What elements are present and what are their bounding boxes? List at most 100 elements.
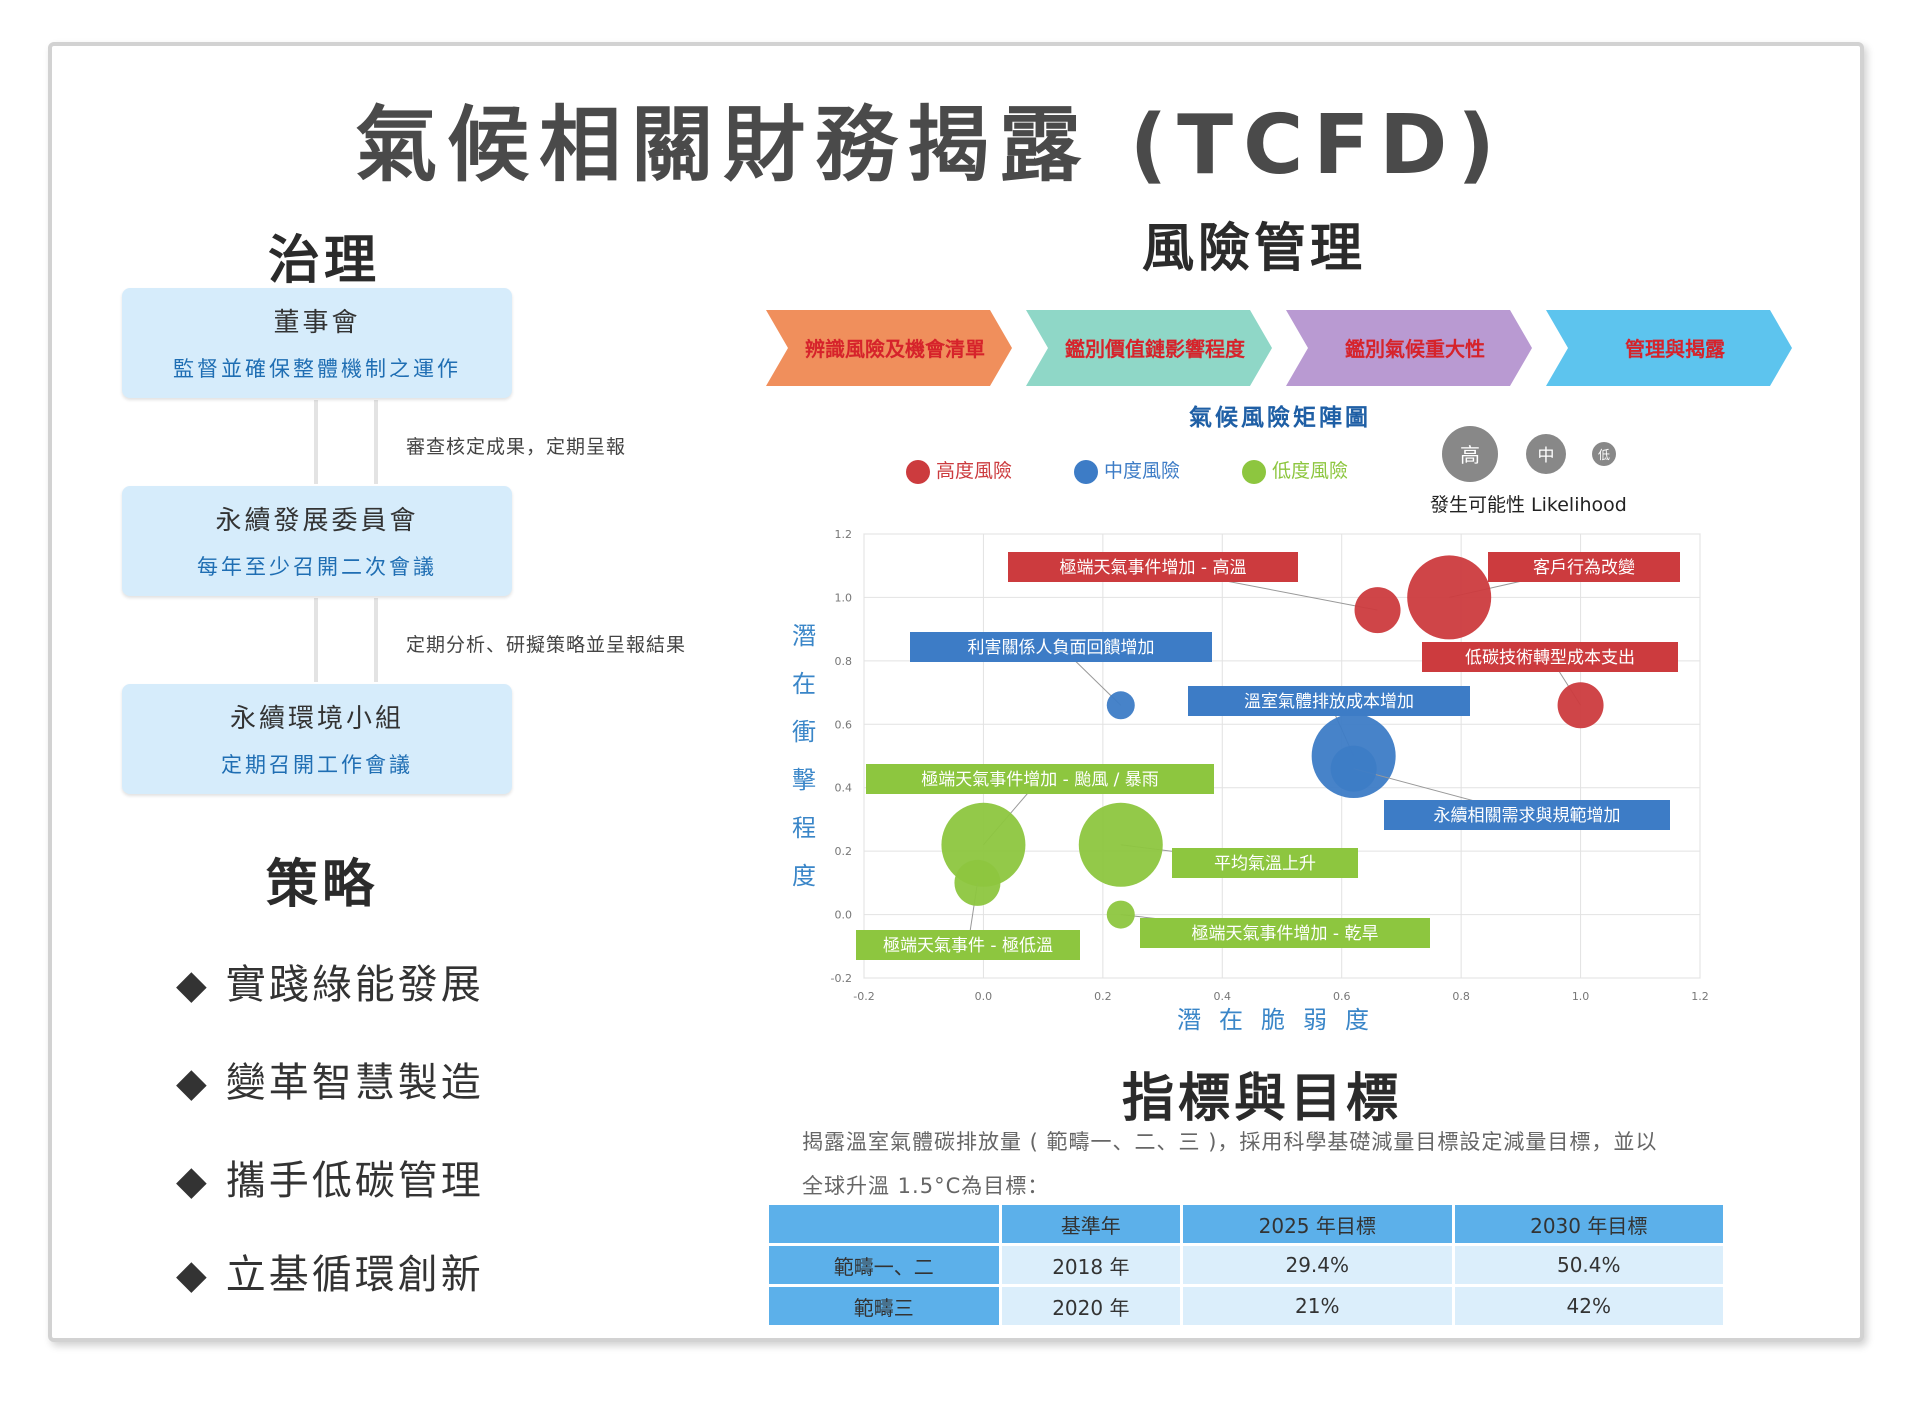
likelihood-medium-icon: [1526, 434, 1566, 474]
risk-label-text: 極端天氣事件 - 極低溫: [883, 936, 1053, 956]
chevron-step-label: 鑑別價值鏈影響程度: [1065, 337, 1246, 361]
table-cell: 2020 年: [1001, 1287, 1181, 1325]
likelihood-low-label: 低: [1598, 448, 1610, 462]
gov-arrow-note-1: 審查核定成果，定期呈報: [406, 436, 627, 458]
table-header-cell: 2030 年目標: [1454, 1205, 1723, 1243]
likelihood-low-icon: [1592, 442, 1616, 466]
risk-label-text: 極端天氣事件增加 - 颱風 / 暴雨: [921, 770, 1158, 790]
y-tick-label: 1.0: [835, 591, 853, 604]
x-tick-label: 0.4: [1214, 990, 1232, 1003]
risk-label-box: [1384, 800, 1670, 830]
plot-area: [863, 533, 1701, 979]
risk-process-chevrons: 辨識風險及機會清單 鑑別價值鏈影響程度 鑑別氣候重大性 管理與揭露: [766, 310, 1792, 386]
gov-box-name: 永續發展委員會: [215, 506, 419, 536]
legend-label: 高度風險: [936, 460, 1013, 482]
risk-bubble: [1106, 691, 1135, 720]
table-header-row: 基準年 2025 年目標 2030 年目標: [769, 1205, 1723, 1243]
table-cell: 21%: [1183, 1287, 1452, 1325]
chevron-step: [766, 310, 1012, 386]
matrix-title: 氣候風險矩陣圖: [1189, 405, 1371, 431]
metrics-heading: 指標與目標: [1122, 1069, 1403, 1129]
legend-item-high: 高度風險: [906, 456, 1012, 484]
likelihood-high-icon: [1442, 426, 1498, 482]
likelihood-scale: 高 中 低: [1442, 426, 1616, 482]
risk-label-box: [1140, 918, 1430, 948]
strategy-item: ◆ 變革智慧製造: [176, 1050, 484, 1108]
risk-label-box: [866, 764, 1214, 794]
x-tick-label: 0.8: [1452, 990, 1470, 1003]
table-row-header: 範疇三: [769, 1287, 999, 1325]
table-header-cell: 2025 年目標: [1183, 1205, 1452, 1243]
y-tick-label: 0.2: [835, 845, 853, 858]
gov-box-desc: 定期召開工作會議: [221, 753, 413, 777]
risk-label-box: [856, 930, 1080, 960]
risk-label-box: [1008, 552, 1298, 582]
strategy-item: ◆立基循環創新: [176, 1242, 484, 1300]
table-row: 範疇三 2020 年 21% 42%: [769, 1287, 1723, 1325]
strategy-item-label: 攜手低碳管理: [225, 1158, 484, 1204]
risk-label-text: 溫室氣體排放成本增加: [1244, 692, 1414, 712]
gov-arrow-1: [374, 400, 378, 484]
risk-bubble: [1078, 802, 1163, 887]
y-tick-label: -0.2: [831, 972, 852, 985]
diamond-bullet-icon: ◆: [176, 1252, 210, 1298]
risk-label-text: 極端天氣事件增加 - 高溫: [1060, 558, 1247, 578]
risk-label-box: [1188, 686, 1470, 716]
x-tick-label: 1.2: [1691, 990, 1709, 1003]
risk-label-text: 極端天氣事件增加 - 乾旱: [1192, 924, 1379, 944]
gov-arrow-2: [374, 598, 378, 682]
y-tick-label: 0.6: [835, 718, 853, 731]
risk-label-box: [1488, 552, 1680, 582]
gov-box-name: 永續環境小組: [229, 704, 404, 734]
metrics-description-line-2: 全球升溫 1.5°C為目標：: [802, 1174, 1050, 1198]
x-axis-title: 潛在脆弱度: [1177, 1006, 1387, 1034]
legend-label: 中度風險: [1104, 460, 1181, 482]
risk-bubble: [1354, 587, 1401, 634]
diamond-bullet-icon: ◆: [176, 1060, 210, 1106]
x-tick-label: 1.0: [1572, 990, 1590, 1003]
chevron-step: [1286, 310, 1532, 386]
table-row: 範疇一、二 2018 年 29.4% 50.4%: [769, 1246, 1723, 1284]
risk-label-box: [1172, 848, 1358, 878]
diamond-bullet-icon: ◆: [176, 962, 210, 1008]
legend-dot-icon: [1074, 459, 1098, 484]
table-header-cell: 基準年: [1001, 1205, 1181, 1243]
legend-item-medium: 中度風險: [1074, 456, 1180, 484]
risk-bubble: [1330, 745, 1377, 792]
legend-dot-icon: [1242, 459, 1266, 484]
strategy-item: ◆ 攜手低碳管理: [176, 1148, 484, 1206]
risk-label-text: 平均氣溫上升: [1214, 854, 1316, 874]
table-cell: 29.4%: [1183, 1246, 1452, 1284]
risk-bubble: [1106, 900, 1135, 929]
gov-box-team: 永續環境小組 定期召開工作會議: [122, 684, 512, 794]
y-tick-label: 1.2: [835, 528, 853, 541]
gov-box-name: 董事會: [273, 308, 361, 338]
risk-label-text: 永續相關需求與規範增加: [1434, 806, 1621, 826]
risk-bubble: [1407, 555, 1492, 640]
y-tick-label: 0.4: [835, 782, 853, 795]
y-tick-label: 0.0: [835, 909, 853, 922]
gov-connector-2: [314, 598, 318, 682]
chevron-step-label: 管理與揭露: [1625, 337, 1726, 361]
governance-heading: 治理: [268, 231, 381, 291]
chevron-step-label: 鑑別氣候重大性: [1345, 337, 1485, 361]
legend-label: 低度風險: [1272, 460, 1349, 482]
table-row-header: 範疇一、二: [769, 1246, 999, 1284]
risk-label-text: 利害關係人負面回饋增加: [968, 638, 1155, 658]
diamond-bullet-icon: ◆: [176, 1158, 210, 1204]
gov-arrow-note-2: 定期分析、研擬策略並呈報結果: [406, 634, 687, 656]
gov-connector-1: [314, 400, 318, 484]
x-tick-label: -0.2: [853, 990, 874, 1003]
risk-label-text: 低碳技術轉型成本支出: [1465, 648, 1635, 668]
strategy-item-label: 變革智慧製造: [225, 1060, 484, 1106]
likelihood-caption: 發生可能性 Likelihood: [1430, 494, 1627, 516]
legend-dot-icon: [906, 459, 930, 484]
table-cell: 2018 年: [1001, 1246, 1181, 1284]
table-cell: 42%: [1454, 1287, 1723, 1325]
table-cell: 50.4%: [1454, 1246, 1723, 1284]
chevron-step-label: 辨識風險及機會清單: [805, 337, 985, 361]
targets-table: 基準年 2025 年目標 2030 年目標 範疇一、二 2018 年 29.4%…: [766, 1202, 1726, 1328]
risk-bubble: [1557, 682, 1604, 729]
page-title: 氣候相關財務揭露 (TCFD): [355, 98, 1505, 193]
